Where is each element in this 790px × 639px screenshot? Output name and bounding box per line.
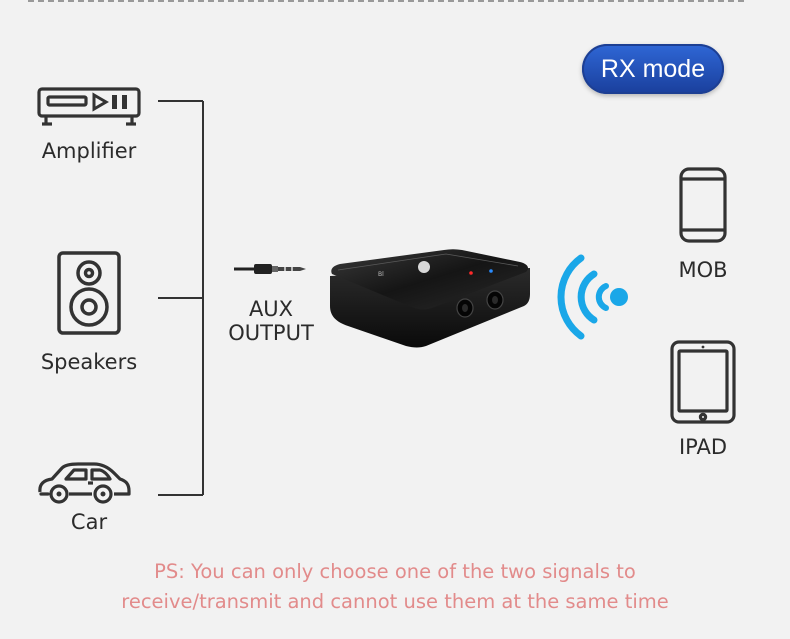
device-label-car: Car xyxy=(70,510,108,534)
svg-text:Bl: Bl xyxy=(378,271,384,278)
aux-cable-icon xyxy=(234,264,306,274)
ps-note-line2: receive/transmit and cannot use them at … xyxy=(121,590,669,613)
ps-note-line1: PS: You can only choose one of the two s… xyxy=(154,560,636,583)
wireless-signal-icon xyxy=(557,254,628,340)
top-divider xyxy=(28,0,744,2)
aux-output-label: AUX OUTPUT xyxy=(216,297,326,345)
device-label-ipad: IPAD xyxy=(678,435,728,459)
device-label-speakers: Speakers xyxy=(40,350,138,374)
device-label-mob: MOB xyxy=(678,258,728,282)
speaker-icon xyxy=(57,251,121,335)
device-label-amplifier: Amplifier xyxy=(41,139,137,163)
aux-label-line1: AUX xyxy=(248,297,294,321)
amplifier-icon xyxy=(37,87,141,126)
car-icon xyxy=(38,462,131,504)
phone-icon xyxy=(679,167,727,243)
rx-mode-badge: RX mode xyxy=(582,44,724,94)
tablet-icon xyxy=(670,340,736,424)
aux-label-line2: OUTPUT xyxy=(228,321,314,345)
bluetooth-receiver-device: Bl xyxy=(330,249,530,348)
ps-note: PS: You can only choose one of the two s… xyxy=(60,557,730,617)
connector-bracket xyxy=(158,100,204,496)
